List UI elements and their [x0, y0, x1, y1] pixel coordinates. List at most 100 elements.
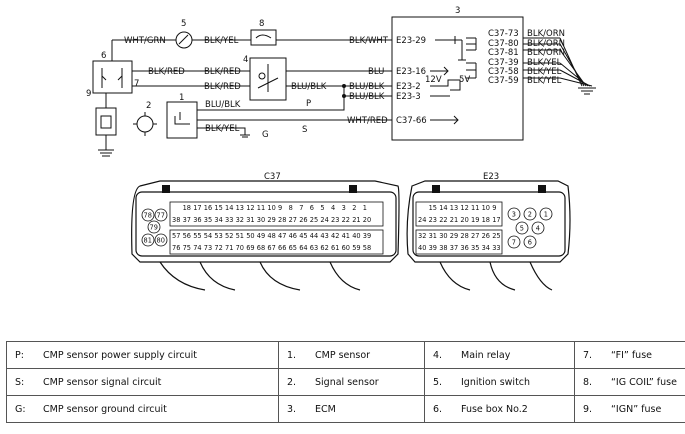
legend-key: 4.	[433, 349, 443, 361]
wire-label: BLK/RED	[204, 67, 241, 77]
pin-number: 51	[236, 232, 244, 240]
callout-3: 3	[455, 6, 460, 16]
pin-number: 76	[172, 244, 180, 252]
legend-cell: 4.Main relay	[424, 341, 575, 369]
pin-number: 63	[310, 244, 318, 252]
wire-label: BLK/YEL	[527, 67, 562, 77]
legend-cell: 6.Fuse box No.2	[424, 395, 575, 423]
pin-number: 22	[439, 216, 447, 224]
pin-number: 36	[460, 244, 468, 252]
pin-number: 13	[450, 204, 458, 212]
pin-number: 71	[225, 244, 233, 252]
pin-number: 10	[267, 204, 275, 212]
pin-number: 26	[299, 216, 307, 224]
pin-number: 54	[204, 232, 212, 240]
pin-number: 8	[289, 204, 293, 212]
pin-number: 11	[257, 204, 265, 212]
pin-number: 34	[482, 244, 490, 252]
c37-connector-outline	[131, 180, 400, 263]
legend-text: CMP sensor	[315, 349, 371, 361]
wire-label: BLU/BLK	[291, 82, 327, 92]
pin-row-frame	[415, 201, 503, 227]
pin-number: 40	[418, 244, 426, 252]
pin-number: 6	[528, 239, 532, 247]
terminal-label: C37-81	[488, 48, 519, 58]
pin-number: 64	[299, 244, 307, 252]
ig-coil-fuse	[250, 29, 277, 46]
legend-text: “IGN” fuse	[611, 403, 662, 415]
pin-number: 9	[278, 204, 282, 212]
wire-label: WHT/RED	[347, 116, 388, 126]
wire-label: BLK/ORN	[527, 29, 565, 39]
pin-socket	[141, 233, 155, 247]
pin-number: 12	[460, 204, 468, 212]
pin-number: 15	[214, 204, 222, 212]
pin-number: 28	[278, 216, 286, 224]
pin-row-frame	[169, 201, 384, 227]
pin-number: 30	[439, 232, 447, 240]
main-relay-box	[249, 57, 287, 101]
pin-number: 14	[225, 204, 233, 212]
pin-number: 26	[482, 232, 490, 240]
pin-socket	[147, 220, 161, 234]
legend-key: 5.	[433, 376, 443, 388]
callout-7: 7	[134, 79, 139, 89]
pin-number: 57	[172, 232, 180, 240]
legend-key: P:	[15, 349, 24, 361]
pin-number: 62	[320, 244, 328, 252]
pin-socket	[141, 208, 155, 222]
pin-socket	[507, 235, 521, 249]
circuit-g: G	[262, 130, 269, 140]
pin-number: 21	[450, 216, 458, 224]
pin-number: 67	[267, 244, 275, 252]
terminal-label: C37-39	[488, 58, 519, 68]
wire-label: BLU/BLK	[205, 100, 241, 110]
legend-cell: G:CMP sensor ground circuit	[6, 395, 279, 423]
pin-number: 24	[320, 216, 328, 224]
callout-9: 9	[86, 89, 91, 99]
wire-label: BLK/YEL	[527, 58, 562, 68]
pin-number: 45	[299, 232, 307, 240]
pin-number: 3	[512, 211, 516, 219]
pin-number: 52	[225, 232, 233, 240]
legend-text: CMP sensor signal circuit	[43, 376, 162, 388]
pin-number: 59	[352, 244, 360, 252]
pin-number: 40	[352, 232, 360, 240]
pin-socket	[515, 221, 529, 235]
wire-label: BLU/BLK	[349, 82, 385, 92]
pin-number: 22	[342, 216, 350, 224]
pin-socket	[154, 233, 168, 247]
pin-socket	[507, 207, 521, 221]
terminal-label: E23-16	[396, 67, 426, 77]
legend-text: “IG COIL” fuse	[611, 376, 677, 388]
legend-text: ECM	[315, 403, 336, 415]
pin-number: 33	[225, 216, 233, 224]
terminal-label: C37-73	[488, 29, 519, 39]
legend-text: Fuse box No.2	[461, 403, 528, 415]
pin-number: 68	[257, 244, 265, 252]
pin-number: 2	[352, 204, 356, 212]
pin-number: 75	[183, 244, 191, 252]
pin-number: 66	[278, 244, 286, 252]
pin-row-frame	[415, 229, 503, 255]
pin-number: 29	[450, 232, 458, 240]
legend-text: Ignition switch	[461, 376, 531, 388]
callout-2: 2	[146, 101, 151, 111]
legend-key: G:	[15, 403, 26, 415]
pin-number: 61	[331, 244, 339, 252]
terminal-label: C37-66	[396, 116, 427, 126]
pin-number: 7	[299, 204, 303, 212]
pin-number: 2	[528, 211, 532, 219]
pin-number: 13	[236, 204, 244, 212]
pin-number: 56	[183, 232, 191, 240]
wire-label: BLU/BLK	[349, 92, 385, 102]
pin-number: 34	[214, 216, 222, 224]
legend-cell: 1.CMP sensor	[278, 341, 425, 369]
terminal-label: E23-29	[396, 36, 426, 46]
pin-number: 43	[320, 232, 328, 240]
terminal-label: C37-80	[488, 39, 519, 49]
pin-number: 25	[310, 216, 318, 224]
voltage-5v: 5V	[459, 75, 470, 85]
